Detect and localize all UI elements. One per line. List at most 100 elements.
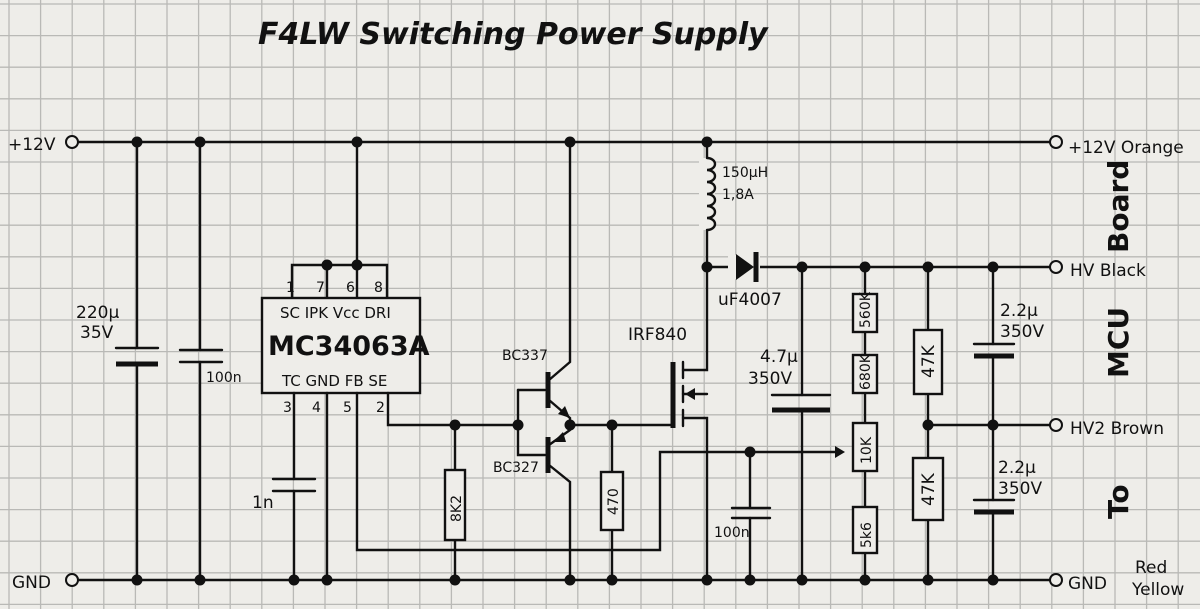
c-split-bot-value: 2.2µ — [998, 458, 1036, 478]
junction-dot — [701, 574, 713, 586]
junction-dot — [922, 261, 934, 273]
ic-name: MC34063A — [268, 331, 430, 362]
pin-5: 5 — [343, 400, 352, 416]
r-gate-value: 470 — [606, 488, 622, 515]
junction-dot — [288, 574, 300, 586]
mosfet-label: IRF840 — [628, 325, 687, 345]
c-in-ceramic-value: 100n — [206, 370, 242, 386]
junction-dot — [922, 574, 934, 586]
junction-dot — [321, 259, 333, 271]
junction-dot — [987, 419, 999, 431]
junction-dot — [564, 136, 576, 148]
pin-6: 6 — [346, 280, 355, 296]
r-47k-top: 47K — [919, 344, 939, 378]
c-in-bulk-voltage: 35V — [80, 323, 114, 343]
r-base-value: 8K2 — [449, 495, 465, 522]
inductor: 150µH 1,8A — [699, 156, 768, 232]
label-plus12v-in: +12V — [8, 135, 56, 155]
label-gnd-out: GND — [1068, 574, 1107, 594]
junction-dot — [512, 419, 524, 431]
junction-dot — [351, 136, 363, 148]
feedback-divider: 560K 680K 10K 5k6 — [851, 265, 879, 582]
rails — [76, 140, 1052, 582]
q-npn-label: BC337 — [502, 348, 548, 364]
mosfet-irf840: IRF840 — [628, 140, 709, 582]
c-split-top-voltage: 350V — [1000, 322, 1044, 342]
side-label: ToMCUBoard — [1102, 160, 1135, 519]
c-in-ceramic: 100n — [178, 140, 242, 582]
terminal-gnd-out — [1049, 573, 1063, 587]
junction-dot — [564, 419, 576, 431]
c-in-bulk: 220µ 35V — [76, 140, 160, 582]
totem-pole-driver: BC337 BC327 — [493, 140, 674, 582]
junction-dot — [131, 136, 143, 148]
c-split-top-value: 2.2µ — [1000, 301, 1038, 321]
junction-dot — [606, 419, 618, 431]
junction-dot — [194, 574, 206, 586]
r-680k: 680K — [858, 353, 874, 390]
r-560k: 560K — [858, 291, 874, 328]
pin-1: 1 — [286, 280, 295, 296]
terminal-hv2 — [1049, 418, 1063, 432]
side-label-word: MCU — [1102, 307, 1135, 378]
c-timing-value: 1n — [252, 493, 274, 513]
label-plus12v-out: +12V Orange — [1068, 138, 1184, 158]
c-fb-value: 100n — [714, 525, 750, 541]
junction-dot — [606, 574, 618, 586]
junction-dots — [131, 136, 999, 586]
ic-mc34063a: 1 7 6 8 SC IPK Vcc DRI MC34063A TC GND F… — [252, 140, 845, 582]
terminal-gnd-in — [65, 573, 79, 587]
label-hv2: HV2 Brown — [1070, 419, 1164, 439]
c-out-value: 4.7µ — [760, 347, 798, 367]
title: F4LW Switching Power Supply — [258, 17, 769, 52]
side-label-word: Board — [1102, 160, 1135, 253]
label-gnd-color-2: Yellow — [1131, 580, 1184, 600]
c-fb: 100n — [714, 450, 772, 582]
q-pnp-label: BC327 — [493, 460, 539, 476]
junction-dot — [796, 574, 808, 586]
inductor-value: 150µH — [722, 165, 768, 181]
c-in-bulk-value: 220µ — [76, 303, 119, 323]
inductor-current: 1,8A — [722, 187, 754, 203]
junction-dot — [564, 574, 576, 586]
label-hv: HV Black — [1070, 261, 1146, 281]
diode: uF4007 — [718, 252, 782, 310]
terminal-plus12v-in — [65, 135, 79, 149]
terminal-plus12v-out — [1049, 135, 1063, 149]
junction-dot — [449, 574, 461, 586]
junction-dot — [922, 419, 934, 431]
junction-dot — [321, 574, 333, 586]
pin-4: 4 — [312, 400, 321, 416]
label-gnd-color-1: Red — [1135, 558, 1167, 578]
c-out-voltage: 350V — [748, 369, 792, 389]
r-5k6: 5k6 — [859, 522, 875, 548]
pin-3: 3 — [283, 400, 292, 416]
ic-bottom-pins: TC GND FB SE — [281, 372, 387, 390]
junction-dot — [744, 574, 756, 586]
junction-dot — [701, 261, 713, 273]
junction-dot — [449, 419, 461, 431]
c-out: 4.7µ 350V — [748, 265, 832, 582]
pin-8: 8 — [374, 280, 383, 296]
r-10k-pot: 10K — [859, 436, 875, 464]
pin-2: 2 — [376, 400, 385, 416]
junction-dot — [701, 136, 713, 148]
junction-dot — [194, 136, 206, 148]
ic-top-pins: SC IPK Vcc DRI — [280, 304, 391, 322]
c-split-bot-voltage: 350V — [998, 479, 1042, 499]
junction-dot — [744, 446, 756, 458]
junction-dot — [987, 261, 999, 273]
r-47k-bottom: 47K — [919, 472, 939, 506]
r-base: 8K2 — [443, 423, 467, 582]
junction-dot — [131, 574, 143, 586]
diode-label: uF4007 — [718, 290, 782, 310]
label-gnd-in: GND — [12, 573, 51, 593]
pin-7: 7 — [316, 280, 325, 296]
junction-dot — [987, 574, 999, 586]
junction-dot — [351, 259, 363, 271]
junction-dot — [859, 574, 871, 586]
r-gate: 470 — [599, 423, 625, 582]
split-caps: 2.2µ 350V 2.2µ 350V — [972, 265, 1044, 582]
